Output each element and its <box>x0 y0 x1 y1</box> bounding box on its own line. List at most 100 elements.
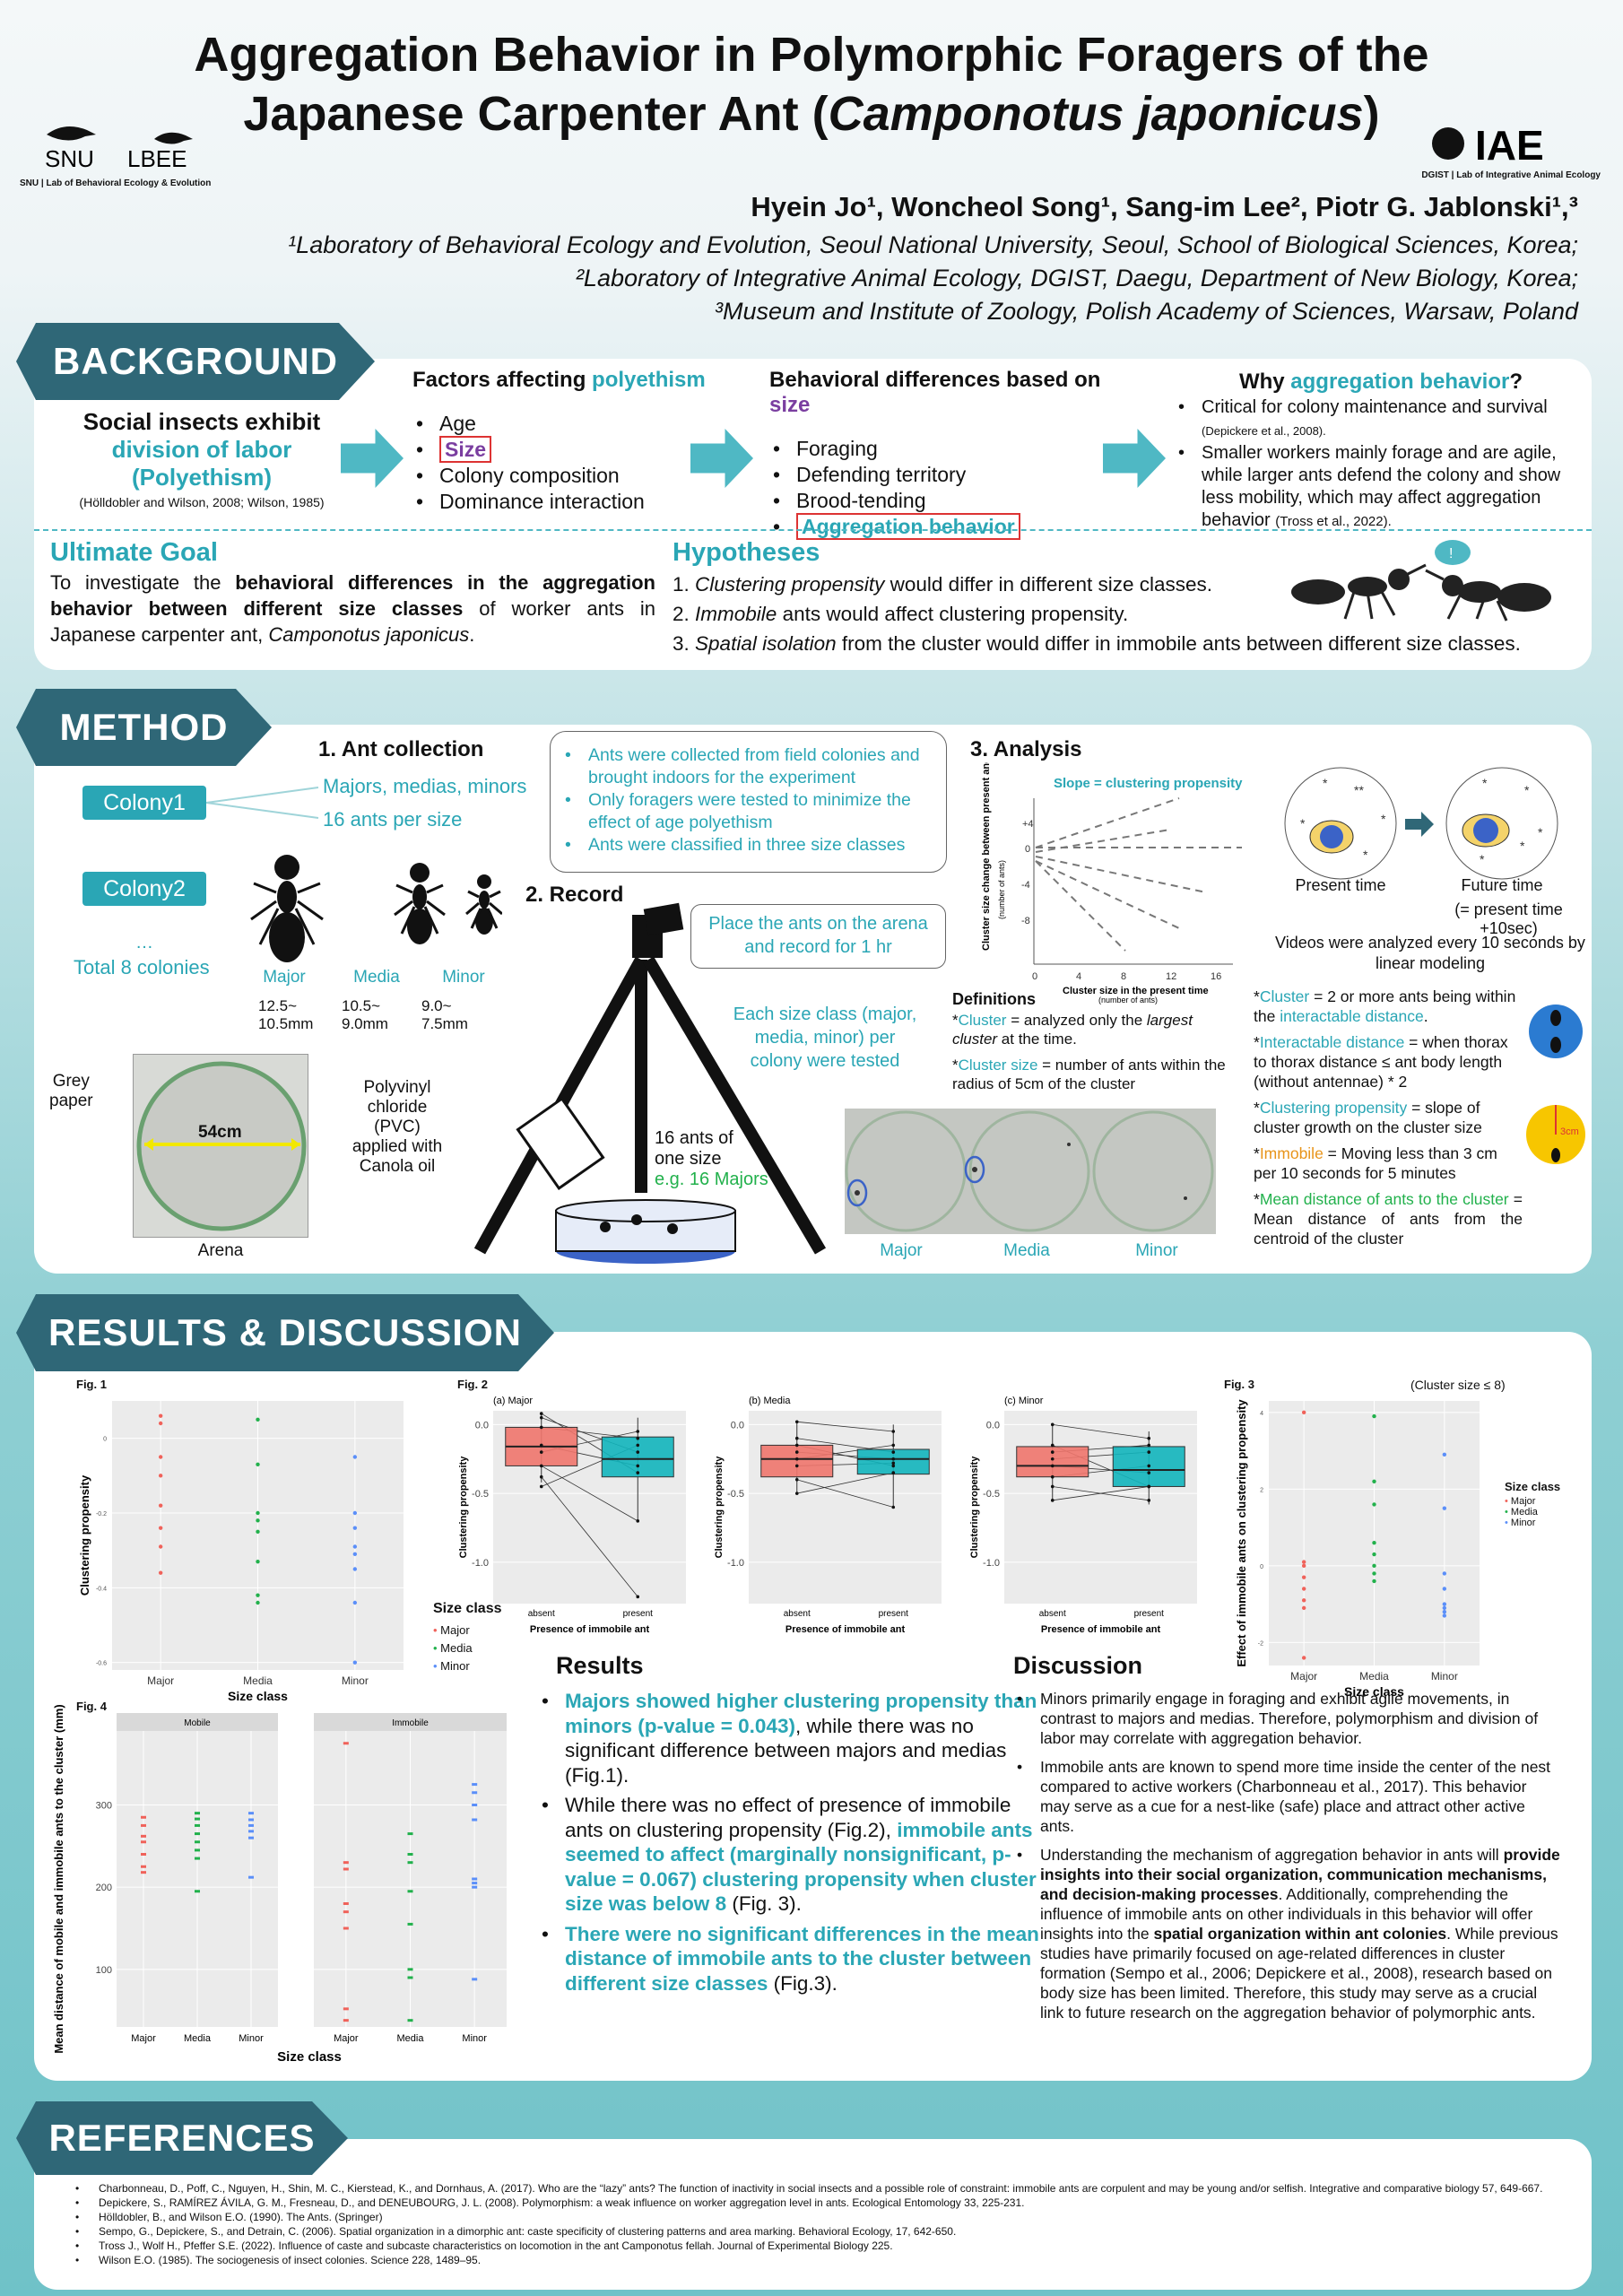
diff-item: Aggregation behavior <box>769 513 1128 540</box>
y-axis-label: Clustering propensity <box>458 1456 469 1559</box>
svg-text:*: * <box>1520 839 1525 853</box>
data-point-media <box>195 1890 200 1893</box>
svg-text:+4: +4 <box>1022 819 1034 830</box>
data-point <box>1050 1474 1055 1479</box>
diffs-block: Behavioral differences based on size For… <box>769 368 1128 540</box>
svg-text:(number of ants): (number of ants) <box>997 860 1006 919</box>
factor-item: Colony composition <box>412 463 717 489</box>
svg-text:16: 16 <box>1211 971 1221 982</box>
data-point <box>891 1464 896 1468</box>
plot-panel <box>1004 1411 1197 1604</box>
data-point <box>636 1443 640 1448</box>
data-point-media <box>256 1600 260 1605</box>
data-point-minor <box>352 1600 358 1605</box>
data-point-minor <box>248 1836 254 1839</box>
data-point <box>891 1471 896 1474</box>
x-tick-label: Media <box>243 1674 273 1687</box>
data-point-major <box>141 1871 146 1874</box>
colony1-badge: Colony1 <box>82 786 206 820</box>
y-tick-label: 4 <box>1260 1411 1263 1417</box>
svg-text:*: * <box>1363 848 1368 862</box>
factor-item: Age <box>412 411 717 437</box>
definitions-title: Definitions <box>952 990 1036 1008</box>
data-point-major <box>158 1455 163 1459</box>
results-title: Results <box>556 1652 644 1679</box>
data-point-media <box>407 1968 413 1971</box>
iae-caption: DGIST | Lab of Integrative Animal Ecolog… <box>1421 170 1601 180</box>
pair-line <box>541 1465 638 1522</box>
data-point-major <box>1301 1575 1306 1579</box>
title-line-1: Aggregation Behavior in Polymorphic Fora… <box>194 28 1429 82</box>
data-point-media <box>195 1817 200 1821</box>
sizes-note: Majors, medias, minors <box>323 775 527 797</box>
record-title: 2. Record <box>525 883 624 907</box>
y-tick-label: -1.0 <box>472 1558 489 1569</box>
present-time-label: Present time <box>1295 876 1386 894</box>
data-point-media <box>256 1559 260 1564</box>
future-time-label: Future time <box>1461 876 1543 894</box>
data-point <box>891 1430 896 1433</box>
y-axis-label: Clustering propensity <box>969 1456 980 1559</box>
data-point-media <box>1372 1563 1376 1569</box>
dots-text: … <box>135 933 153 952</box>
data-point-minor <box>1442 1613 1447 1618</box>
data-point-minor <box>352 1455 358 1459</box>
result-item: Majors showed higher clustering propensi… <box>538 1689 1040 1787</box>
data-point-major <box>1301 1598 1306 1603</box>
data-point-major <box>141 1840 146 1844</box>
svg-text:0: 0 <box>1025 844 1030 855</box>
y-tick-label: -0.4 <box>96 1586 107 1592</box>
box-present <box>601 1436 674 1478</box>
x-tick-label: Media <box>184 2033 212 2044</box>
definitions-right: *Cluster = 2 or more ants being within t… <box>1254 987 1523 1248</box>
diffs-list: Foraging Defending territory Brood-tendi… <box>769 436 1128 540</box>
y-tick-label: -2 <box>1258 1640 1263 1647</box>
y-tick-label: 0.0 <box>986 1420 1000 1431</box>
y-tick-label: 0 <box>1260 1564 1263 1570</box>
videos-note: Videos were analyzed every 10 seconds by… <box>1275 934 1585 972</box>
data-point-media <box>1372 1413 1376 1419</box>
photo-label-minor: Minor <box>1135 1241 1178 1260</box>
svg-text:Cluster size change between pr: Cluster size change between present and … <box>981 762 992 951</box>
data-point <box>794 1492 799 1495</box>
pvc-label: Polyvinyl chloride (PVC) applied with Ca… <box>352 1078 443 1176</box>
svg-text:(number of ants): (number of ants) <box>1098 996 1158 1004</box>
method-note: Ants were collected from field colonies … <box>561 744 935 789</box>
two-ants-icon: ! <box>1291 540 1551 622</box>
y-tick-label: -0.5 <box>472 1489 489 1500</box>
references-banner: REFERENCES <box>16 2101 348 2175</box>
y-tick-label: 200 <box>96 1883 112 1893</box>
analysis-title: 3. Analysis <box>970 737 1082 761</box>
data-point-media <box>407 1890 413 1893</box>
y-axis-label: Mean distance of mobile and immobile ant… <box>54 1704 65 2053</box>
data-point-minor <box>248 1818 254 1822</box>
total-colonies: Total 8 colonies <box>74 956 210 978</box>
ant-size-major: 12.5~ 10.5mm <box>258 997 314 1032</box>
x-tick-label: present <box>1134 1609 1165 1619</box>
data-point-minor <box>1442 1571 1447 1576</box>
data-point-major <box>1301 1560 1306 1564</box>
collection-title: 1. Ant collection <box>318 737 484 761</box>
data-point <box>794 1443 799 1448</box>
affiliation-3: ³Museum and Institute of Zoology, Polish… <box>715 298 1578 325</box>
data-point-minor <box>472 1804 478 1806</box>
arena-photos <box>845 1109 1216 1234</box>
data-point-media <box>195 1812 200 1815</box>
record-box: Place the ants on the arena and record f… <box>690 904 946 969</box>
data-point-minor <box>352 1552 358 1557</box>
def-cluster-2: *Cluster = 2 or more ants being within t… <box>1254 987 1516 1025</box>
x-tick-label: absent <box>784 1609 811 1619</box>
goal-block: Ultimate Goal To investigate the behavio… <box>50 538 655 648</box>
discussion-text: Discussion Minors primarily engage in fo… <box>1013 1652 1560 2022</box>
pair-line <box>541 1476 638 1597</box>
data-point-media <box>1372 1540 1376 1545</box>
data-point-minor <box>1442 1452 1447 1457</box>
data-point-major <box>1301 1587 1306 1591</box>
data-point-major <box>343 1861 349 1865</box>
discussion-title: Discussion <box>1013 1652 1143 1679</box>
data-point-major <box>141 1865 146 1868</box>
data-point <box>891 1450 896 1454</box>
data-point-media <box>407 1832 413 1836</box>
x-tick-label: Media <box>1359 1670 1389 1683</box>
